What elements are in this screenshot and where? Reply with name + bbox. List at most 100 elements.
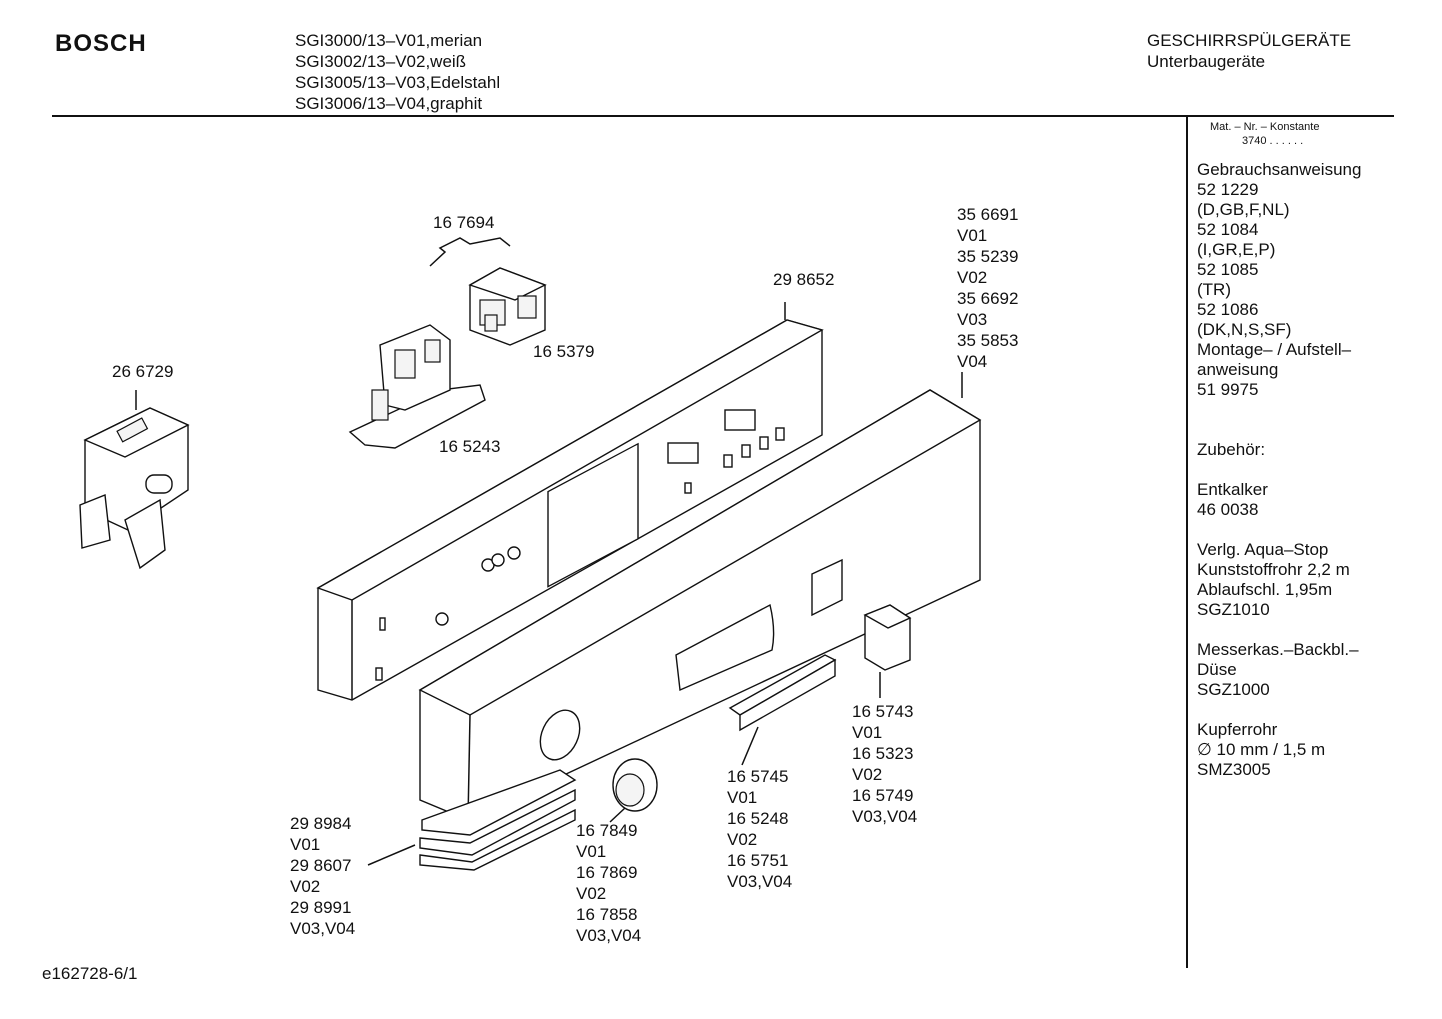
- variant: V03: [957, 310, 988, 329]
- part-165745-drawing: [728, 654, 837, 766]
- sidebar-line: Ablaufschl. 1,95m: [1197, 580, 1333, 599]
- model-line: SGI3006/13–V04,graphit: [295, 94, 483, 113]
- brand-logo: BOSCH: [55, 30, 147, 57]
- variant: V03,V04: [852, 807, 918, 826]
- sidebar-line: [1197, 400, 1361, 420]
- part-code: 35 5239: [957, 247, 1019, 266]
- part-label-165379: 16 5379: [533, 342, 595, 361]
- part-label-266729: 26 6729: [112, 362, 174, 381]
- sidebar-line: [1197, 460, 1361, 480]
- part-code: 16 5248: [727, 809, 789, 828]
- part-code: 35 6691: [957, 205, 1019, 224]
- part-label-165243: 16 5243: [439, 437, 501, 456]
- sidebar-line: [1197, 620, 1361, 640]
- sidebar-line: 52 1086: [1197, 300, 1259, 319]
- sidebar-line: [1197, 520, 1361, 540]
- part-code: 29 8984: [290, 814, 352, 833]
- model-line: SGI3002/13–V02,weiß: [295, 52, 467, 71]
- sidebar-line: 52 1085: [1197, 260, 1259, 279]
- part-code: 16 7869: [576, 863, 638, 882]
- part-label-167694: 16 7694: [433, 213, 495, 232]
- part-group-165745: 16 5745 V01 16 5248 V02 16 5751 V03,V04: [727, 766, 792, 892]
- part-code: 16 5751: [727, 851, 789, 870]
- part-code: 29 8607: [290, 856, 352, 875]
- variant: V01: [957, 226, 988, 245]
- sidebar-line: Entkalker: [1197, 480, 1268, 499]
- sidebar-line: 52 1084: [1197, 220, 1259, 239]
- sidebar-line: (TR): [1197, 280, 1231, 299]
- part-165743-drawing: [863, 604, 912, 698]
- mat-label: Mat. – Nr. – Konstante: [1210, 121, 1320, 133]
- part-code: 16 5745: [727, 767, 789, 786]
- sidebar-line: Kupferrohr: [1197, 720, 1278, 739]
- category-subtitle: Unterbaugeräte: [1147, 52, 1266, 71]
- variant: V01: [852, 723, 883, 742]
- sidebar-line: Kunststoffrohr 2,2 m: [1197, 560, 1350, 579]
- variant: V02: [290, 877, 321, 896]
- part-167694-drawing: [429, 237, 511, 267]
- part-code: 16 5743: [852, 702, 914, 721]
- model-line: SGI3005/13–V03,Edelstahl: [295, 73, 501, 92]
- part-group-167849: 16 7849 V01 16 7869 V02 16 7858 V03,V04: [576, 820, 641, 946]
- sidebar-line: 51 9975: [1197, 380, 1259, 399]
- part-165243-drawing: [348, 324, 486, 449]
- part-group-298984: 29 8984 V01 29 8607 V02 29 8991 V03,V04: [290, 813, 355, 939]
- part-356691-drawing: [418, 372, 982, 821]
- part-code: 35 5853: [957, 331, 1019, 350]
- variant: V02: [727, 830, 758, 849]
- mat-value: 3740 . . . . . .: [1242, 135, 1304, 147]
- part-298652-drawing: [316, 302, 824, 701]
- variant: V01: [576, 842, 607, 861]
- part-298984-drawing: [367, 769, 577, 871]
- drawing-id: e162728-6/1: [42, 964, 138, 983]
- variant: V02: [576, 884, 607, 903]
- sidebar-line: (D,GB,F,NL): [1197, 200, 1290, 219]
- variant: V03,V04: [727, 872, 793, 891]
- sidebar-line: Montage– / Aufstell–: [1197, 340, 1352, 359]
- part-167849-drawing: [609, 758, 658, 823]
- variant: V02: [957, 268, 988, 287]
- sidebar-line: (DK,N,S,SF): [1197, 320, 1292, 339]
- variant: V01: [290, 835, 321, 854]
- variant: V03,V04: [576, 926, 642, 945]
- sidebar-line: [1197, 700, 1361, 720]
- variant: V01: [727, 788, 758, 807]
- sidebar-line: [1197, 420, 1361, 440]
- part-code: 16 7849: [576, 821, 638, 840]
- sidebar-line: Zubehör:: [1197, 440, 1266, 459]
- sidebar-line: Düse: [1197, 660, 1237, 679]
- part-group-356691: 35 6691 V01 35 5239 V02 35 6692 V03 35 5…: [957, 204, 1018, 372]
- exploded-diagram: [79, 237, 982, 871]
- part-label-298652: 29 8652: [773, 270, 835, 289]
- sidebar-line: Verlg. Aqua–Stop: [1197, 540, 1329, 559]
- part-code: 29 8991: [290, 898, 352, 917]
- header-divider: [52, 115, 1394, 117]
- model-line: SGI3000/13–V01,merian: [295, 31, 483, 50]
- sidebar-line: SMZ3005: [1197, 760, 1271, 779]
- sidebar-line: 46 0038: [1197, 500, 1259, 519]
- part-266729-drawing: [79, 390, 190, 570]
- part-code: 16 5323: [852, 744, 914, 763]
- category-title: GESCHIRRSPÜLGERÄTE: [1147, 31, 1352, 50]
- part-165379-drawing: [468, 267, 547, 346]
- sidebar-line: Messerkas.–Backbl.–: [1197, 640, 1359, 659]
- variant: V03,V04: [290, 919, 356, 938]
- sidebar-line: anweisung: [1197, 360, 1279, 379]
- part-code: 16 5749: [852, 786, 914, 805]
- sidebar-line: SGZ1000: [1197, 680, 1270, 699]
- sidebar-line: ∅ 10 mm / 1,5 m: [1197, 740, 1326, 759]
- category-block: GESCHIRRSPÜLGERÄTE Unterbaugeräte: [1147, 30, 1351, 72]
- part-group-165743: 16 5743 V01 16 5323 V02 16 5749 V03,V04: [852, 701, 917, 827]
- sidebar-divider: [1186, 117, 1188, 968]
- sidebar-line: SGZ1010: [1197, 600, 1270, 619]
- sidebar-line: 52 1229: [1197, 180, 1259, 199]
- model-list: SGI3000/13–V01,merian SGI3002/13–V02,wei…: [295, 30, 500, 114]
- sidebar-line: Gebrauchsanweisung: [1197, 160, 1362, 179]
- part-code: 35 6692: [957, 289, 1019, 308]
- part-code: 16 7858: [576, 905, 638, 924]
- sidebar-line: (I,GR,E,P): [1197, 240, 1276, 259]
- variant: V02: [852, 765, 883, 784]
- material-constant: Mat. – Nr. – Konstante 3740 . . . . . .: [1210, 120, 1319, 148]
- variant: V04: [957, 352, 988, 371]
